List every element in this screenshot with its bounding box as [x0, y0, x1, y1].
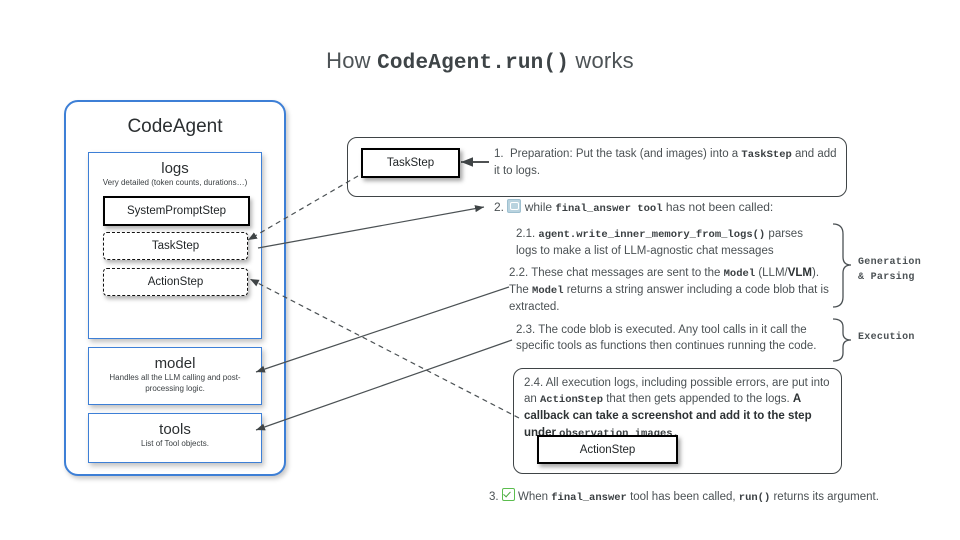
codeagent-title: CodeAgent: [127, 116, 223, 137]
arrow-step23-to-tools: [255, 339, 513, 431]
step-2-1-code-a: agent.write_inner_memory_from_logs(): [538, 229, 766, 241]
step-3-text-c: returns its argument.: [770, 491, 879, 503]
taskstep-node[interactable]: TaskStep: [361, 148, 460, 178]
step-2-2-text-d: returns a string answer including a code…: [509, 283, 829, 313]
step-3-text: 3. When final_answer tool has been calle…: [489, 488, 929, 506]
bracket-generation-parsing: [832, 223, 852, 308]
log-item-systempromptstep[interactable]: SystemPromptStep: [103, 196, 250, 226]
generation-parsing-label: Generation & Parsing: [858, 256, 921, 285]
step-1-number: 1.: [494, 148, 504, 160]
arrow-logs-to-step2: [257, 205, 485, 249]
log-item-taskstep[interactable]: TaskStep: [103, 232, 248, 260]
step-3-code-a: final_answer: [551, 492, 627, 504]
step-2-text-b: has not been called:: [662, 200, 774, 214]
logs-box: logs Very detailed (token counts, durati…: [88, 152, 262, 339]
step-2-number: 2.: [494, 200, 505, 214]
log-item-actionstep[interactable]: ActionStep: [103, 268, 248, 296]
logs-subtitle: Very detailed (token counts, durations…): [102, 178, 248, 187]
actionstep-node[interactable]: ActionStep: [537, 435, 678, 464]
codeagent-panel: CodeAgent logs Very detailed (token coun…: [64, 100, 286, 476]
step-3-number: 3.: [489, 491, 499, 503]
tools-subtitle: List of Tool objects.: [141, 439, 209, 448]
step-3-code-b: run(): [738, 492, 771, 504]
arrow-step22-to-model: [255, 286, 510, 373]
step-2-1-text-a: parses logs to make a list of LLM-agnost…: [516, 228, 803, 257]
step-2-4-code-a: ActionStep: [540, 394, 604, 407]
step-2-1-text: 2.1. agent.write_inner_memory_from_logs(…: [516, 226, 826, 259]
step-2-code-a: final_answer tool: [555, 203, 663, 215]
step-2-3-text-a: The code blob is executed. Any tool call…: [516, 324, 817, 353]
log-item-label: ActionStep: [147, 276, 204, 288]
title-code: CodeAgent.run(): [377, 52, 570, 75]
step-2-2-bold-a: VLM: [787, 267, 812, 279]
step-2-text: 2. while final_answer tool has not been …: [494, 199, 854, 217]
step-1-code-a: TaskStep: [741, 149, 792, 161]
tools-box: tools List of Tool objects.: [88, 413, 262, 463]
step-2-4-number: 2.4.: [524, 377, 544, 389]
page-title: How CodeAgent.run() works: [0, 48, 960, 75]
step-2-2-code-b: Model: [532, 284, 564, 297]
step-2-text-a: while: [524, 200, 556, 214]
generation-parsing-line2: & Parsing: [858, 271, 915, 283]
check-icon: [501, 488, 515, 501]
step-1-text-b: and add it to logs.: [494, 148, 837, 177]
title-suffix: works: [569, 48, 634, 73]
logs-heading: logs: [161, 160, 189, 177]
cycle-icon: [507, 199, 522, 213]
step-2-1-number: 2.1.: [516, 228, 536, 240]
log-item-label: TaskStep: [151, 240, 200, 252]
step-2-3-text: 2.3. The code blob is executed. Any tool…: [516, 322, 834, 355]
step-2-3-number: 2.3.: [516, 324, 536, 336]
model-subtitle: Handles all the LLM calling and post-pro…: [109, 373, 241, 393]
step-2-2-code-a: Model: [723, 268, 756, 280]
step-1-text-a: Preparation: Put the task (and images) i…: [509, 148, 742, 160]
model-heading: model: [154, 355, 196, 372]
step-2-2-text-b: (LLM/: [755, 267, 788, 279]
arrow-step24-to-actionstep-log: [249, 278, 520, 419]
actionstep-node-label: ActionStep: [579, 443, 636, 456]
step-2-4-text-b: that then gets appended to the logs.: [603, 393, 793, 406]
execution-label: Execution: [858, 332, 915, 343]
title-prefix: How: [326, 48, 378, 73]
step-2-2-text: 2.2. These chat messages are sent to the…: [509, 265, 829, 315]
step-3-text-a: When: [518, 491, 552, 503]
step-2-2-text-a: These chat messages are sent to the: [531, 267, 724, 279]
log-item-label: SystemPromptStep: [126, 205, 227, 217]
step-3-text-b: tool has been called,: [626, 491, 739, 503]
taskstep-node-label: TaskStep: [386, 157, 435, 169]
step-2-4-text-a: All execution logs, including possible e…: [524, 377, 830, 406]
generation-parsing-line1: Generation: [858, 257, 922, 268]
bracket-execution: [832, 318, 852, 362]
step-2-4-text: 2.4. All execution logs, including possi…: [524, 375, 832, 441]
step-1-text: 1. Preparation: Put the task (and images…: [494, 146, 839, 179]
model-box: model Handles all the LLM calling and po…: [88, 347, 262, 405]
tools-heading: tools: [159, 421, 191, 438]
step-2-4-bold-a: A callback can take a screenshot and add…: [524, 393, 812, 439]
step-2-2-number: 2.2.: [509, 267, 529, 279]
